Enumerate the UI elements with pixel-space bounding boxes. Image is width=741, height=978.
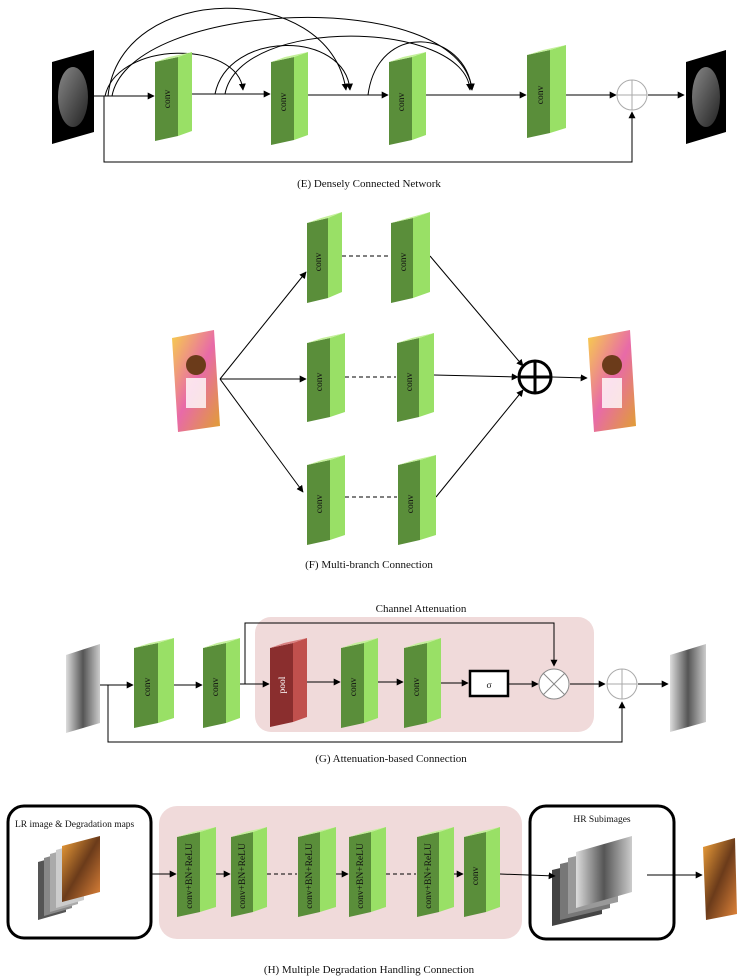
caption-f: (F) Multi-branch Connection [305,559,433,571]
merge-arrow [429,255,524,367]
merge-arrow [433,373,519,381]
caption-e: (E) Densely Connected Network [297,178,441,190]
svg-text:conv: conv [536,86,546,105]
svg-text:conv: conv [211,678,221,697]
conv-block: conv [271,52,308,145]
svg-text:conv: conv [143,678,153,697]
sum-node [517,359,553,395]
conv-block: conv [307,333,345,422]
svg-text:conv: conv [412,678,422,697]
gray-input-image [66,644,100,733]
anime-output-image [588,330,636,432]
svg-text:conv+BN+ReLU: conv+BN+ReLU [238,843,248,909]
svg-text:conv+BN+ReLU: conv+BN+ReLU [424,843,434,909]
conv-block: conv [391,212,430,303]
conv-block: conv [134,638,174,728]
attention-skip [244,622,558,684]
conv-bn-relu-block: conv+BN+ReLU [231,827,267,917]
svg-text:conv: conv [163,90,173,109]
gray-output-image [670,644,706,732]
panel-g: Channel Attenuation conv [66,603,706,765]
branch-arrow [219,378,304,493]
ct-input-image [52,50,94,144]
multiply-node [538,668,570,700]
svg-text:conv+BN+ReLU: conv+BN+ReLU [356,843,366,909]
conv-block: conv [389,52,426,145]
sigmoid-box [468,669,510,698]
global-skip-connection [103,96,636,163]
hr-subimage-stack [552,836,632,926]
conv-block: conv [307,212,342,303]
attention-title: Channel Attenuation [376,603,467,615]
butterfly-output-image [703,838,737,920]
conv-block: conv [464,827,500,917]
svg-text:conv: conv [314,253,324,272]
svg-text:conv+BN+ReLU: conv+BN+ReLU [185,843,195,909]
anime-input-image [172,330,220,432]
lr-input-title: LR image & Degradation maps [15,820,135,830]
conv-block: conv [203,638,240,728]
svg-text:conv: conv [397,93,407,112]
svg-text:conv: conv [315,495,325,514]
svg-text:pool: pool [278,676,288,693]
svg-text:conv: conv [349,678,359,697]
conv-block: conv [341,638,378,728]
dense-skip-connections [104,7,475,97]
pool-block: pool [270,638,307,727]
degradation-map-stack [38,836,100,920]
branch-arrow [219,271,307,380]
flow-arrow [551,374,588,382]
panel-h: LR image & Degradation maps HR Subimages [6,804,737,976]
svg-text:conv+BN+ReLU: conv+BN+ReLU [305,843,315,909]
svg-text:conv: conv [406,495,416,514]
flow-arrow [499,872,556,880]
caption-g: (G) Attenuation-based Connection [315,753,467,765]
conv-bn-relu-block: conv+BN+ReLU [417,827,454,917]
panel-f: conv conv conv conv conv [172,212,636,571]
sum-node [616,79,648,111]
svg-text:conv: conv [315,373,325,392]
svg-text:conv: conv [399,253,409,272]
panel-e: conv conv conv conv (E) Densely Connecte… [52,7,726,190]
caption-h: (H) Multiple Degradation Handling Connec… [264,964,475,976]
conv-block: conv [155,52,192,141]
global-skip-connection [107,685,626,743]
sigmoid-label: σ [486,681,491,691]
conv-bn-relu-block: conv+BN+ReLU [349,827,386,917]
conv-block: conv [307,455,345,545]
conv-block: conv [397,333,434,422]
svg-text:conv: conv [471,867,481,886]
hr-output-title: HR Subimages [573,815,631,825]
svg-text:conv: conv [279,93,289,112]
conv-block: conv [527,45,566,138]
ct-output-image [686,50,726,144]
conv-block: conv [398,455,436,545]
merge-arrow [435,389,524,498]
svg-text:conv: conv [405,373,415,392]
conv-block: conv [404,638,441,728]
conv-bn-relu-block: conv+BN+ReLU [298,827,336,917]
sum-node [606,668,638,700]
conv-bn-relu-block: conv+BN+ReLU [177,827,216,917]
